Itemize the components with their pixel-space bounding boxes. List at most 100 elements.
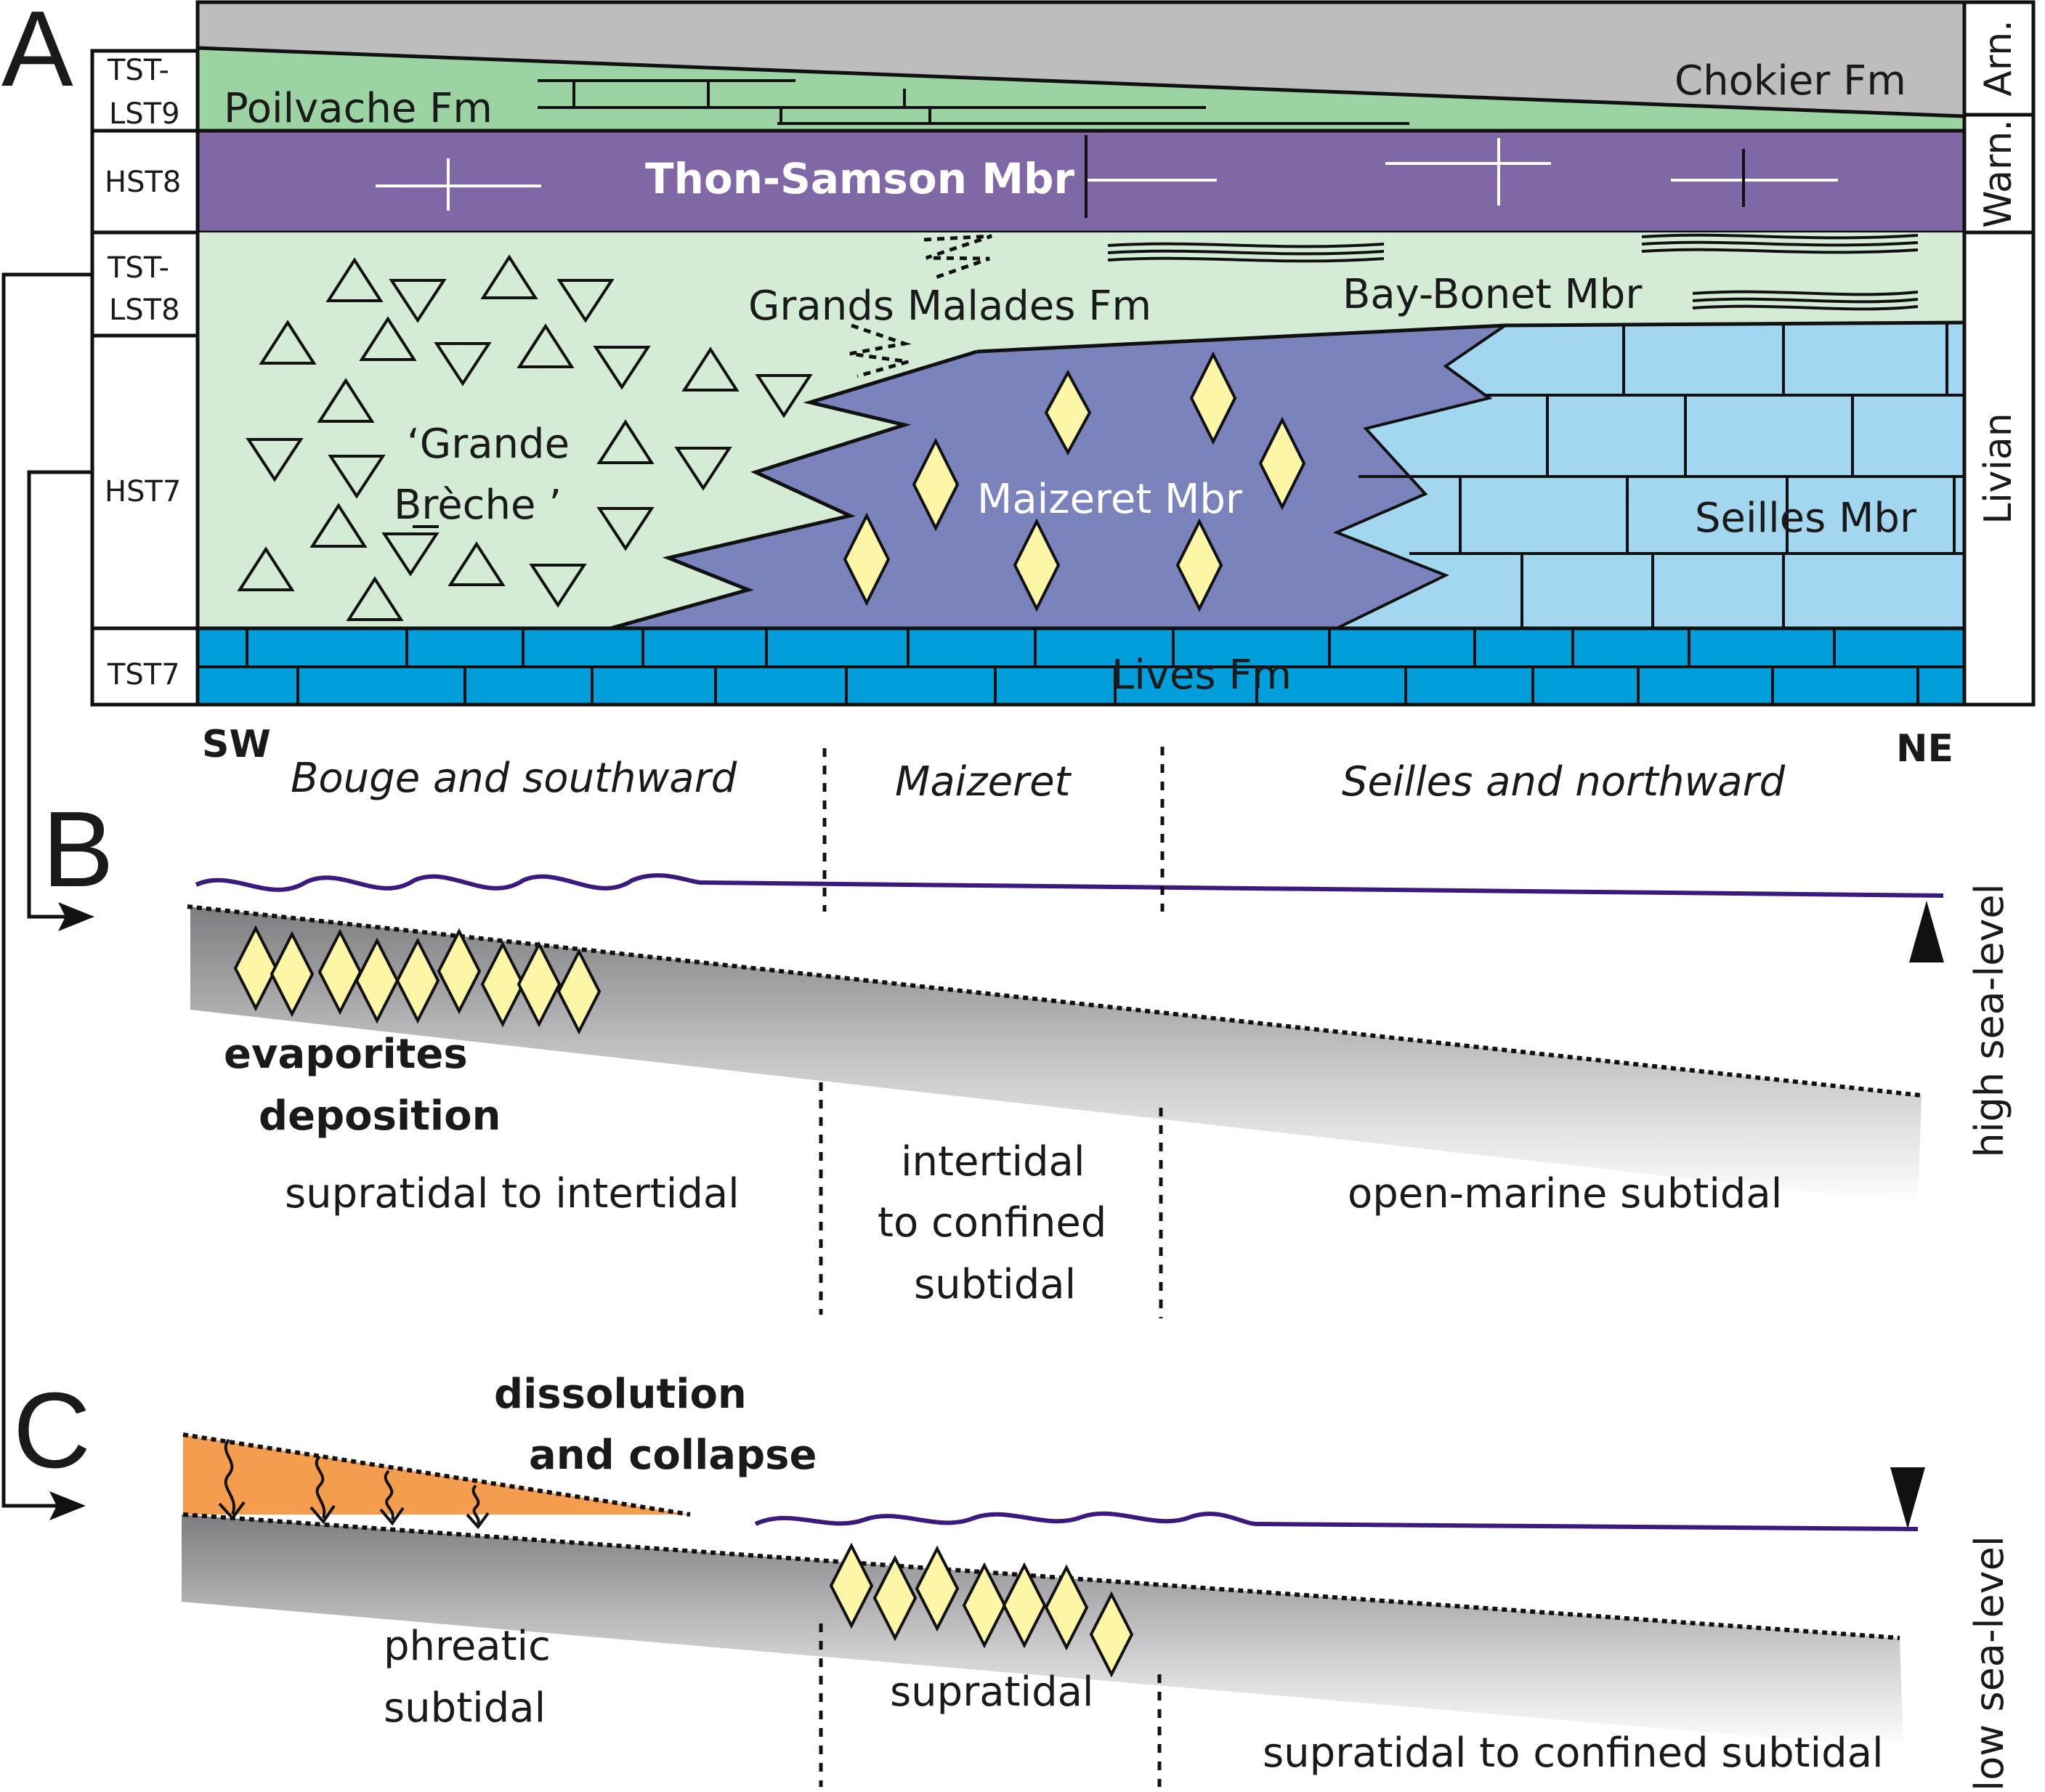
maizeret-evaporites bbox=[843, 351, 1306, 612]
panel-b: evaporites deposition supratidal to inte… bbox=[42, 747, 2012, 1318]
stage-livian: Livian bbox=[1977, 413, 2020, 524]
poilvache-symbols bbox=[538, 79, 1409, 125]
facies-boundary bbox=[1332, 324, 1507, 630]
diamond-evaporite-icon bbox=[872, 1554, 918, 1642]
triangle-clast-icon bbox=[681, 346, 740, 392]
maizeret-layer bbox=[610, 325, 1505, 628]
c-env-ne: supratidal to confined subtidal bbox=[1263, 1730, 1884, 1777]
thon-samson-layer bbox=[198, 131, 1964, 232]
sea-surface-line bbox=[195, 873, 1944, 898]
triangle-clast-icon bbox=[246, 438, 304, 482]
seilles-mbr-label: Seilles Mbr bbox=[1695, 495, 1917, 542]
triangle-clast-icon bbox=[674, 447, 732, 491]
panel-a-label: A bbox=[1, 0, 73, 109]
triangle-clast-icon bbox=[325, 257, 384, 302]
diamond-evaporite-icon bbox=[829, 1542, 874, 1629]
direction-sw: SW bbox=[202, 723, 271, 766]
unit-tst-lst9-bottom: LST9 bbox=[109, 97, 180, 131]
facies-boundary bbox=[610, 349, 978, 631]
c-sea-level: low sea-level bbox=[1967, 1536, 2012, 1791]
triangle-clast-icon bbox=[596, 507, 655, 551]
b-env-mid-3: subtidal bbox=[914, 1261, 1076, 1308]
grande-breche-label-1: ‘Grande bbox=[407, 421, 570, 468]
platform-body-c bbox=[182, 1515, 1903, 1749]
diamond-evaporite-icon bbox=[1189, 351, 1237, 445]
platform-body bbox=[190, 907, 1922, 1204]
triangle-clast-icon bbox=[480, 254, 538, 299]
c-process-1: dissolution bbox=[494, 1371, 747, 1418]
dissolution-arrowheads bbox=[218, 1501, 490, 1530]
chokier-label: Chokier Fm bbox=[1675, 57, 1906, 105]
sequence-units bbox=[90, 49, 200, 707]
triangle-clast-icon bbox=[448, 541, 506, 586]
triangle-clast-icon bbox=[556, 279, 615, 323]
triangle-clast-icon bbox=[328, 455, 386, 499]
diamond-evaporite-icon bbox=[480, 941, 525, 1028]
unit-hst8: HST8 bbox=[105, 166, 181, 199]
stage-boxes bbox=[1962, 0, 2036, 707]
panel-b-label: B bbox=[42, 790, 114, 909]
wavy-arrow-icon bbox=[224, 1438, 235, 1515]
triangle-clast-icon bbox=[381, 532, 440, 577]
triangle-clast-icon bbox=[259, 320, 317, 365]
poilvache-top-boundary bbox=[197, 46, 1965, 118]
triangle-clast-icon bbox=[755, 374, 813, 418]
stage-arn: Arn. bbox=[1977, 20, 2020, 97]
breccia-clasts bbox=[237, 254, 813, 621]
b-env-mid-1: intertidal bbox=[901, 1138, 1085, 1185]
lives-label: Lives Fm bbox=[1111, 652, 1292, 699]
arrow-head-icon bbox=[49, 1491, 86, 1520]
grande-breche-label-2: Brèche ’ bbox=[394, 482, 562, 529]
diamond-evaporite-icon bbox=[962, 1562, 1007, 1649]
unit-tst7: TST7 bbox=[107, 658, 180, 692]
triangle-clast-icon bbox=[593, 346, 651, 390]
poilvache-layer bbox=[198, 48, 1964, 131]
b-process-2: deposition bbox=[259, 1092, 501, 1140]
locality-maizeret: Maizeret bbox=[895, 758, 1072, 806]
panel-a: Chokier Fm Poilvache Fm Thon-Samson Mbr … bbox=[1, 0, 2036, 707]
interfingering-dash bbox=[849, 323, 912, 378]
seilles-brick-pattern bbox=[1358, 323, 1964, 628]
diamond-evaporite-icon bbox=[843, 512, 891, 607]
triangle-clast-icon bbox=[309, 503, 368, 548]
wavy-arrow-icon bbox=[315, 1455, 326, 1519]
triangle-clast-icon bbox=[434, 342, 492, 386]
wavy-arrow-icon bbox=[384, 1469, 394, 1520]
diamond-evaporite-icon bbox=[915, 1545, 960, 1632]
connector-lines bbox=[1, 272, 92, 1508]
diamond-evaporite-icon bbox=[1013, 518, 1061, 612]
thon-samson-symbols bbox=[376, 135, 1838, 218]
triangle-marker-icon bbox=[1909, 901, 1944, 962]
poilvache-label: Poilvache Fm bbox=[224, 85, 493, 132]
diamond-evaporite-icon bbox=[1044, 1564, 1089, 1651]
maizeret-mbr-label: Maizeret Mbr bbox=[977, 476, 1243, 523]
diamond-evaporite-icon bbox=[233, 925, 278, 1012]
diamond-evaporite-icon bbox=[1089, 1591, 1134, 1678]
diamond-evaporite-icon bbox=[1002, 1562, 1047, 1649]
c-env-sw-1: phreatic bbox=[384, 1623, 551, 1670]
diamond-evaporite-icon bbox=[556, 948, 602, 1035]
unit-hst7: HST7 bbox=[105, 475, 181, 508]
diamond-evaporite-icon bbox=[395, 937, 440, 1024]
c-process-2: and collapse bbox=[529, 1432, 817, 1479]
b-env-mid-2: to confined bbox=[878, 1199, 1106, 1246]
grands-malades-label: Grands Malades Fm bbox=[748, 283, 1151, 330]
triangle-clast-icon bbox=[389, 279, 447, 323]
panel-c-label: C bbox=[13, 1371, 91, 1491]
locality-bouge: Bouge and southward bbox=[291, 755, 737, 802]
b-process-1: evaporites bbox=[224, 1031, 468, 1078]
collapse-surface bbox=[182, 1432, 691, 1517]
bay-bonet-laminae bbox=[1107, 233, 1919, 311]
diamond-evaporite-icon bbox=[1044, 369, 1092, 456]
triangle-clast-icon bbox=[237, 546, 295, 591]
locality-seilles: Seilles and northward bbox=[1342, 758, 1786, 806]
diamond-evaporite-icon bbox=[1175, 518, 1223, 612]
lives-brick-pattern bbox=[246, 628, 1919, 705]
interfingering-dash bbox=[923, 234, 992, 281]
triangle-clast-icon bbox=[346, 576, 404, 621]
triangle-clast-icon bbox=[359, 316, 417, 361]
substrate-surface bbox=[182, 1512, 1900, 1640]
direction-ne: NE bbox=[1896, 727, 1953, 771]
triangle-marker-icon bbox=[1890, 1467, 1925, 1529]
